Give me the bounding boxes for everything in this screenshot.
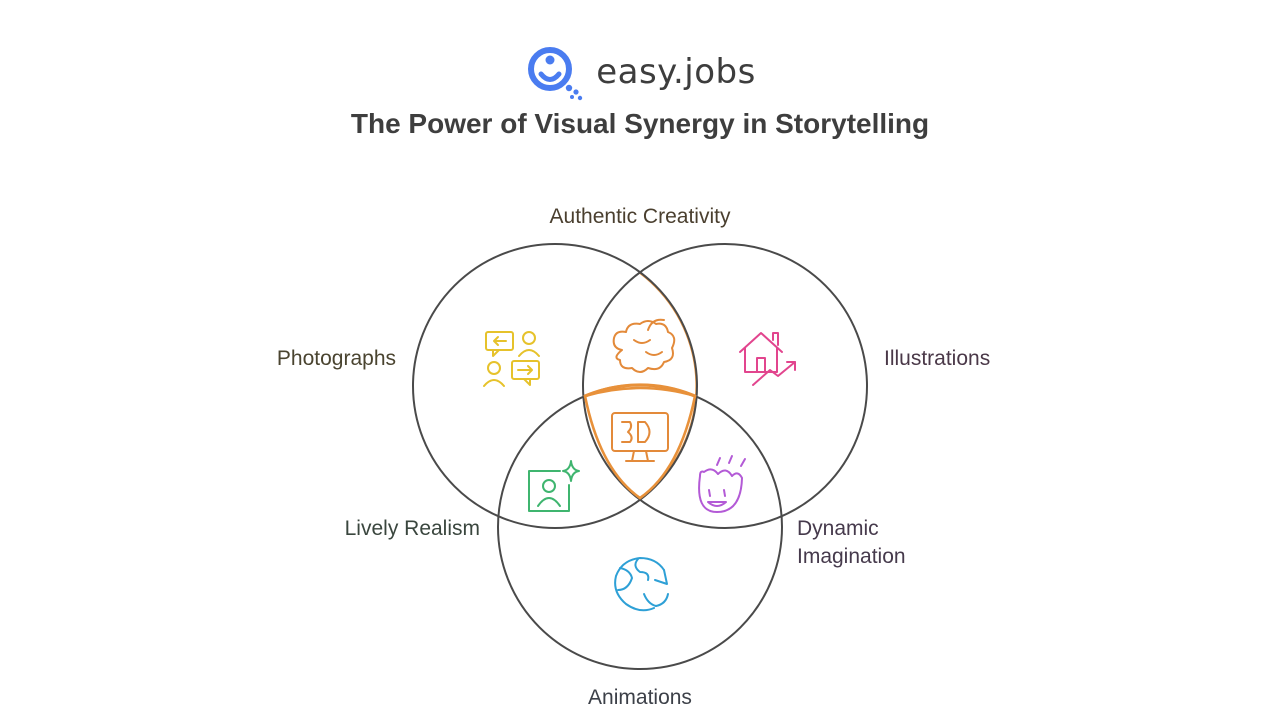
brand-name: easy.jobs <box>596 52 756 92</box>
label-animations: Animations <box>588 686 692 709</box>
brain-icon <box>612 318 676 373</box>
globe-refresh-icon <box>614 557 669 612</box>
label-photographs: Photographs <box>276 347 396 370</box>
label-dynamic-line1: Dynamic <box>797 517 879 540</box>
photographs-circle <box>412 243 698 529</box>
label-dynamic-line2: Imagination <box>797 545 906 568</box>
monitor-3d-icon <box>611 412 669 462</box>
excited-face-icon <box>698 455 746 513</box>
portrait-sparkle-icon <box>528 460 580 512</box>
page-title: The Power of Visual Synergy in Storytell… <box>350 108 930 139</box>
label-dynamic-imagination: Dynamic Imagination <box>797 515 906 571</box>
label-lively-realism: Lively Realism <box>344 517 480 540</box>
center-region-outline <box>583 386 697 500</box>
house-growth-icon <box>739 332 796 386</box>
label-illustrations: Illustrations <box>884 347 991 370</box>
illustrations-circle <box>582 243 868 529</box>
conversation-icon <box>483 331 540 387</box>
magnifier-person-icon <box>528 47 583 101</box>
center-region <box>583 244 697 528</box>
brand: easy.jobs <box>0 40 1280 104</box>
label-authentic-creativity: Authentic Creativity <box>549 205 731 228</box>
